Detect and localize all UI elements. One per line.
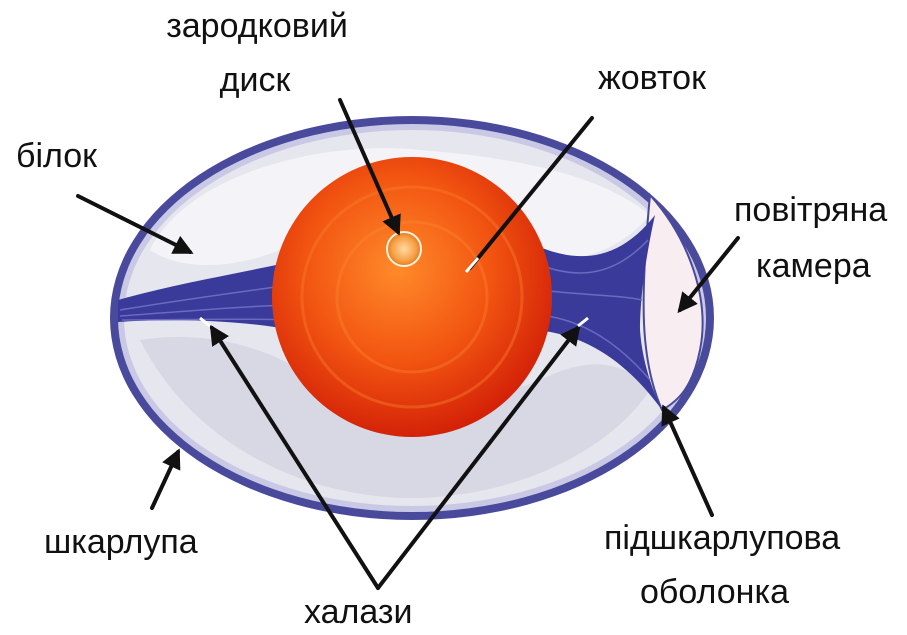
label-embryonic-disc-line1: зародковий: [152, 6, 362, 46]
label-shell: шкарлупа: [44, 522, 198, 562]
label-chalazae: халази: [304, 592, 412, 632]
label-shell-membrane-line2: оболонка: [640, 572, 789, 612]
label-embryonic-disc-line2: диск: [200, 60, 310, 100]
embryonic-disc: [387, 232, 421, 266]
label-shell-membrane-line1: підшкарлупова: [604, 518, 840, 558]
label-albumen: білок: [16, 136, 97, 176]
label-air-cell-line1: повітряна: [734, 190, 887, 230]
label-air-cell-line2: камера: [756, 246, 871, 286]
arrow-shell-membrane: [664, 408, 712, 515]
arrow-shell: [152, 452, 178, 508]
yolk: [272, 157, 552, 437]
label-yolk: жовток: [598, 58, 706, 98]
